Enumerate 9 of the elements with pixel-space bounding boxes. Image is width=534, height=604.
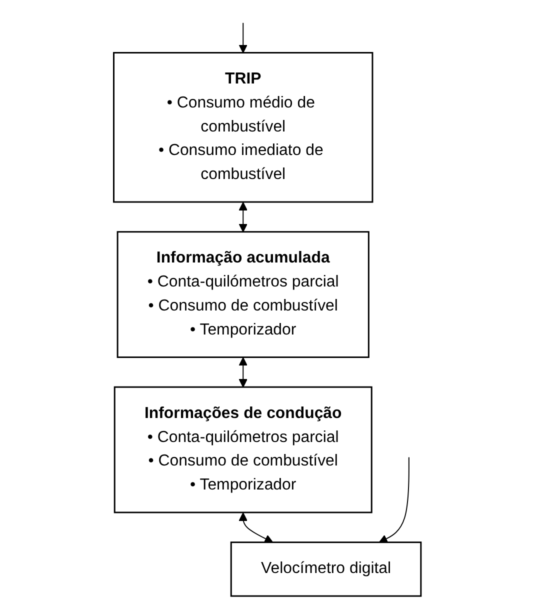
arrow: [378, 456, 410, 543]
arrow: [238, 512, 273, 543]
arrow: [238, 357, 248, 388]
node-box: Velocímetro digital: [230, 542, 422, 597]
node-box: Informação acumulada • Conta-quilómetros parcial • Consumo de combustível • Temporizador: [116, 231, 370, 358]
node-box: Informações de condução • Conta-quilómetros parcial • Consumo de combustível • Temporizador: [114, 386, 372, 514]
node-box: TRIP • Consumo médio de combustível • Consumo imediato de combustível: [112, 52, 373, 203]
arrow: [238, 22, 248, 54]
arrow: [238, 202, 248, 232]
